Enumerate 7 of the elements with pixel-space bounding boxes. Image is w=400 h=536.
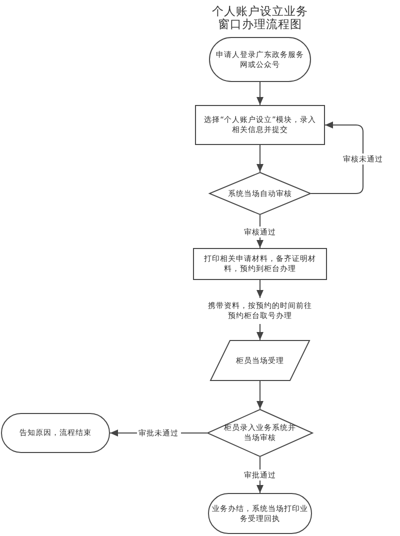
diagram-title: 个人账户设立业务窗口办理流程图 — [211, 5, 309, 31]
arrow — [256, 280, 264, 298]
arrow — [256, 82, 264, 106]
arrow — [256, 380, 264, 410]
arrow — [310, 122, 364, 194]
arrow — [256, 144, 264, 172]
arrow — [256, 324, 264, 340]
